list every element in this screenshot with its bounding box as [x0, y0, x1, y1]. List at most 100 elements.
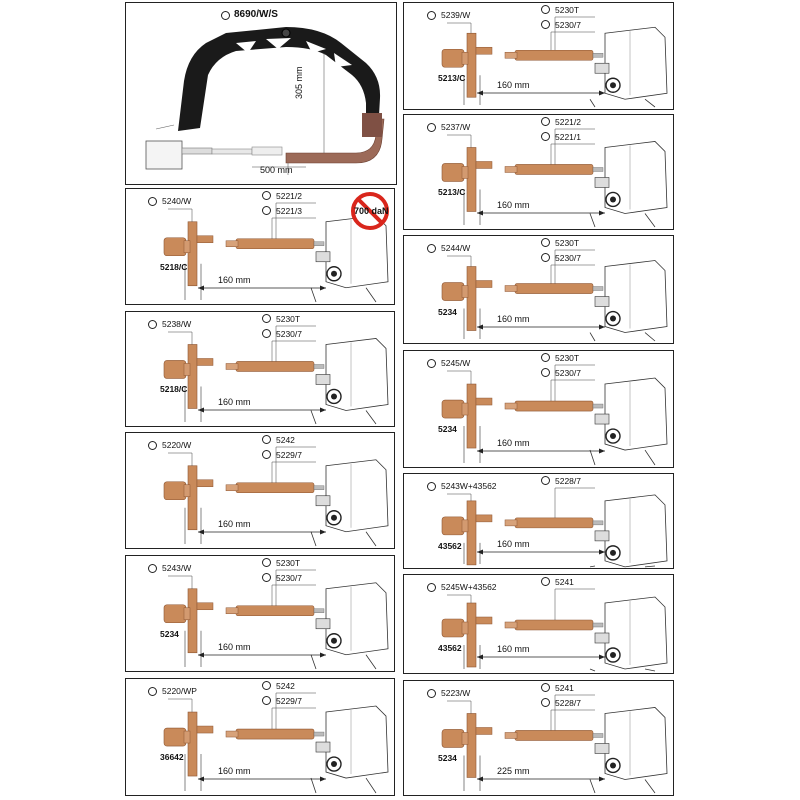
electrode-select-circle[interactable]: [262, 191, 271, 200]
prohibition-sign-icon: [351, 192, 389, 230]
dimension-label: 160 mm: [497, 438, 530, 448]
arm-select-circle[interactable]: [427, 359, 436, 368]
dim-vertical: 305 mm: [294, 66, 304, 99]
electrode-alt-code: 5229/7: [276, 450, 302, 460]
electrode-cap: [441, 516, 465, 536]
electrode-select-circle[interactable]: [541, 683, 550, 692]
arm-select-circle[interactable]: [427, 123, 436, 132]
electrode-code: 5230T: [555, 238, 580, 248]
electrode-alt-select-circle[interactable]: [262, 450, 271, 459]
electrode-alt-code: 5228/7: [555, 698, 581, 708]
electrode-holder: [514, 400, 594, 412]
electrode-select-circle[interactable]: [262, 558, 271, 567]
electrode-drawing: [163, 692, 389, 794]
arm-select-circle[interactable]: [427, 244, 436, 253]
electrode-alt-select-circle[interactable]: [262, 329, 271, 338]
arm-code: 5223/W: [441, 688, 471, 698]
electrode-drawing: [163, 569, 389, 670]
arm-select-circle[interactable]: [427, 583, 436, 592]
electrode-code: 5228/7: [555, 476, 581, 486]
dimension-label: 160 mm: [218, 642, 251, 652]
lower-arm: [187, 465, 198, 531]
machine-head-outline: [310, 338, 389, 425]
electrode-cap: [441, 282, 465, 301]
arm-select-circle[interactable]: [148, 320, 157, 329]
electrode-alt-select-circle[interactable]: [541, 368, 550, 377]
electrode-holder: [235, 361, 315, 372]
electrode-cap: [441, 618, 465, 638]
electrode-code: 5241: [555, 683, 574, 693]
cap-code: 5218/C: [160, 261, 188, 272]
electrode-select-circle[interactable]: [262, 435, 271, 444]
electrode-holder: [514, 517, 594, 529]
electrode-drawing: [441, 249, 668, 342]
arm-code: 5237/W: [441, 122, 471, 132]
electrode-holder: [514, 730, 594, 741]
electrode-select-circle[interactable]: [541, 476, 550, 485]
arm-select-circle[interactable]: [148, 564, 157, 573]
electrode-code: 5230T: [276, 558, 301, 568]
electrode-code: 5230T: [555, 5, 580, 15]
electrode-select-circle[interactable]: [541, 238, 550, 247]
cap-code: 5234: [438, 753, 457, 764]
arm-code: 5243W+43562: [441, 481, 497, 491]
arm-select-circle[interactable]: [427, 482, 436, 491]
electrode-alt-code: 5230/7: [276, 329, 302, 339]
electrode-select-circle[interactable]: [541, 5, 550, 14]
electrode-code: 5221/2: [555, 117, 581, 127]
dimension-label: 160 mm: [497, 80, 530, 90]
electrode-cap: [163, 604, 187, 624]
cap-code: 5218/C: [160, 384, 188, 395]
arm-code: 5220/WP: [162, 686, 197, 696]
electrode-select-circle[interactable]: [541, 577, 550, 586]
electrode-select-circle[interactable]: [262, 314, 271, 323]
arm-code: 5238/W: [162, 319, 192, 329]
electrode-holder: [235, 728, 315, 740]
arm-select-circle[interactable]: [148, 441, 157, 450]
electrode-configuration-panel: 5243/W 5230T 5230/7 5234 160 mm: [125, 555, 395, 672]
electrode-drawing: [163, 446, 389, 547]
arm-select-circle[interactable]: [427, 11, 436, 20]
electrode-alt-select-circle[interactable]: [541, 698, 550, 707]
machine-head-outline: [589, 377, 668, 466]
arm-select-circle[interactable]: [427, 689, 436, 698]
electrode-alt-select-circle[interactable]: [541, 132, 550, 141]
electrode-alt-select-circle[interactable]: [262, 573, 271, 582]
arm-code: 5240/W: [162, 196, 192, 206]
electrode-cap: [441, 163, 465, 182]
arm-select-circle[interactable]: [148, 687, 157, 696]
electrode-cap: [441, 48, 465, 68]
arm-select-circle[interactable]: [148, 197, 157, 206]
machine-head-outline: [589, 596, 668, 672]
electrode-alt-select-circle[interactable]: [262, 696, 271, 705]
electrode-alt-select-circle[interactable]: [262, 206, 271, 215]
electrode-select-circle[interactable]: [262, 681, 271, 690]
electrode-code: 5230T: [555, 353, 580, 363]
electrode-code: 5230T: [276, 314, 301, 324]
electrode-alt-select-circle[interactable]: [541, 253, 550, 262]
electrode-holder: [235, 605, 315, 617]
arm-code: 5239/W: [441, 10, 471, 20]
lower-arm: [187, 588, 198, 654]
select-circle[interactable]: [221, 11, 230, 20]
electrode-drawing: [163, 325, 389, 425]
electrode-cap: [441, 399, 465, 419]
lower-arm: [187, 711, 198, 777]
electrode-select-circle[interactable]: [541, 353, 550, 362]
dimension-label: 160 mm: [497, 539, 530, 549]
electrode-configuration-panel: 5223/W 5241 5228/7 5234 225 mm: [403, 680, 674, 796]
arm-code: 5243/W: [162, 563, 192, 573]
dimension-label: 225 mm: [497, 766, 530, 776]
machine-head-outline: [589, 260, 668, 342]
electrode-alt-code: 5230/7: [276, 573, 302, 583]
cap-code: 5234: [438, 424, 457, 435]
electrode-select-circle[interactable]: [541, 117, 550, 126]
cap-code: 5234: [160, 628, 179, 639]
electrode-alt-select-circle[interactable]: [541, 20, 550, 29]
